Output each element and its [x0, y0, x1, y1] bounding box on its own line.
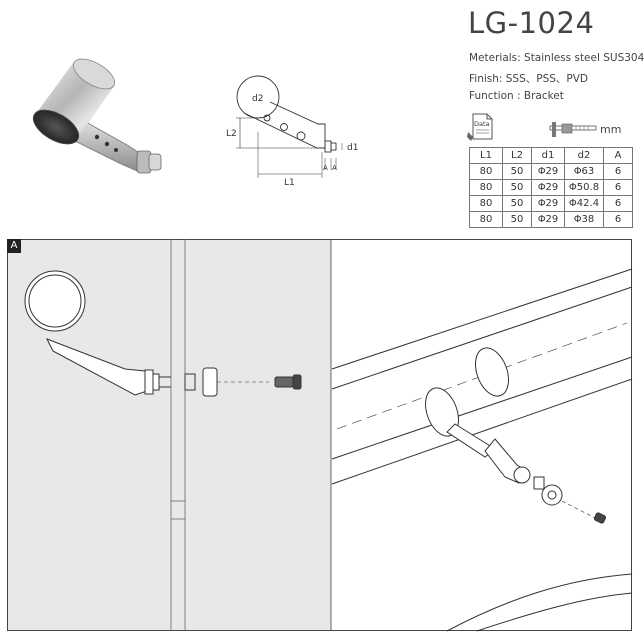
label-d1: d1: [347, 143, 358, 153]
spec-table: L1 L2 d1 d2 A 80 50 Φ29 Φ63 6 80 50 Φ29 …: [469, 147, 633, 228]
table-cell: 80: [469, 195, 503, 212]
table-row: 80 50 Φ29 Φ38 6: [469, 211, 633, 228]
table-cell: Φ29: [531, 179, 565, 196]
col-header-a: A: [603, 147, 633, 164]
table-cell: Φ63: [564, 163, 604, 180]
table-cell: 80: [469, 163, 503, 180]
function-text: Function : Bracket: [469, 90, 564, 102]
technical-drawing: d2 L2 L1 d1 A A: [226, 75, 358, 188]
caliper-icon: [549, 122, 597, 137]
table-cell: Φ29: [531, 195, 565, 212]
table-cell: 6: [603, 195, 633, 212]
col-header-d2: d2: [564, 147, 604, 164]
table-cell: Φ38: [564, 211, 604, 228]
materials-text: Meterials: Stainless steel SUS304: [469, 52, 644, 64]
table-cell: 50: [502, 179, 532, 196]
col-header-d1: d1: [531, 147, 565, 164]
table-cell: 50: [502, 163, 532, 180]
table-cell: 6: [603, 163, 633, 180]
table-cell: 50: [502, 195, 532, 212]
table-cell: Φ29: [531, 211, 565, 228]
product-photo: [32, 58, 162, 174]
table-row: 80 50 Φ29 Φ42.4 6: [469, 195, 633, 212]
col-header-l2: L2: [502, 147, 532, 164]
label-l1: L1: [284, 178, 295, 188]
label-d2: d2: [252, 94, 263, 104]
section-label: A: [7, 239, 21, 253]
document-data-icon: Data: [467, 113, 493, 141]
table-cell: Φ42.4: [564, 195, 604, 212]
data-icon-label: Data: [474, 120, 490, 128]
model-title: LG-1024: [468, 6, 595, 40]
table-cell: 50: [502, 211, 532, 228]
finish-text: Finish: SSS、PSS、PVD: [469, 73, 589, 85]
table-cell: 6: [603, 179, 633, 196]
label-a-1: A: [323, 164, 328, 172]
label-l2: L2: [226, 129, 237, 139]
unit-label: mm: [600, 123, 622, 136]
table-cell: Φ29: [531, 163, 565, 180]
table-row: 80 50 Φ29 Φ50.8 6: [469, 179, 633, 196]
table-cell: 80: [469, 179, 503, 196]
installation-diagram: [7, 239, 633, 632]
table-row: 80 50 Φ29 Φ63 6: [469, 163, 633, 180]
label-a-2: A: [332, 164, 337, 172]
table-header-row: L1 L2 d1 d2 A: [469, 147, 633, 164]
table-cell: Φ50.8: [564, 179, 604, 196]
col-header-l1: L1: [469, 147, 503, 164]
table-cell: 6: [603, 211, 633, 228]
table-cell: 80: [469, 211, 503, 228]
